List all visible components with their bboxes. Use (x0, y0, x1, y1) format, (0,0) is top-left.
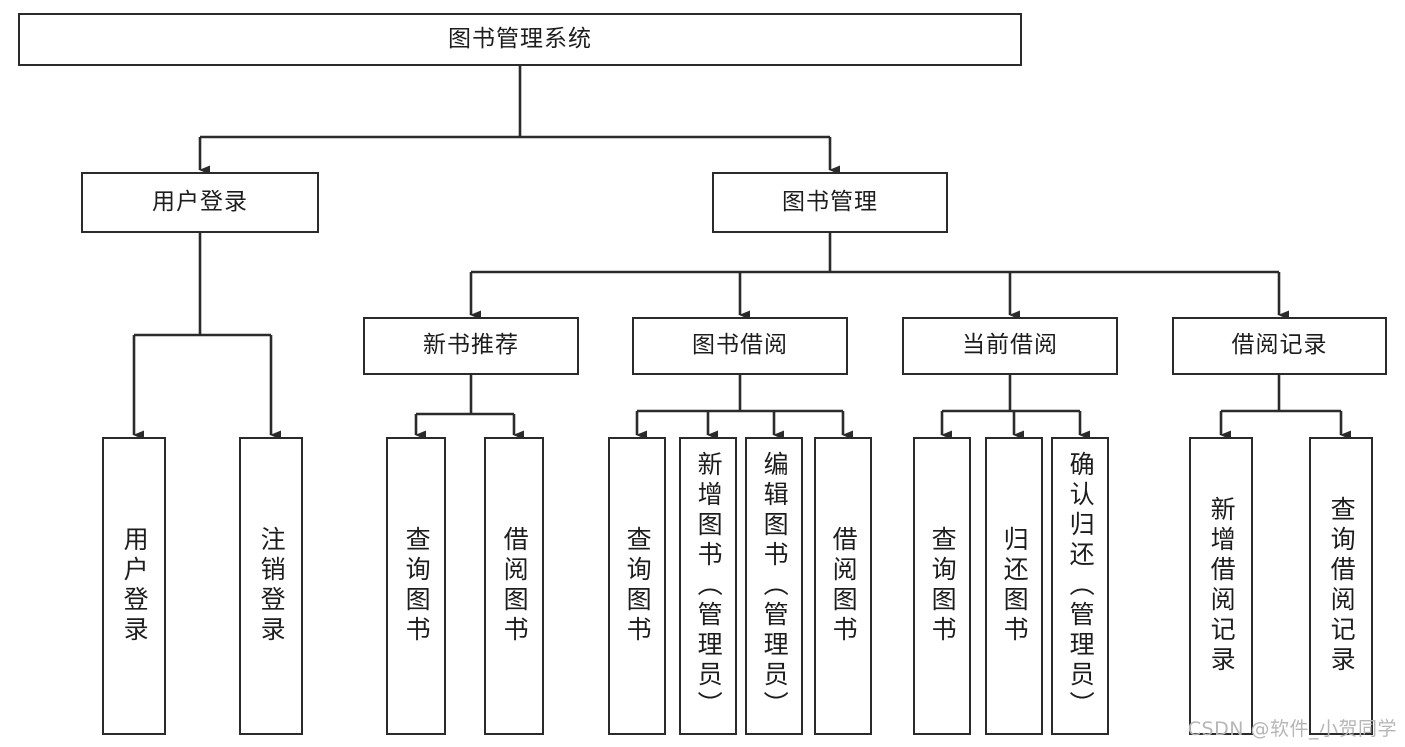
node-current-borrow[interactable]: 当前借阅 (902, 317, 1118, 375)
leaf-query-book-2[interactable]: 查询图书 (608, 437, 666, 735)
leaf-return-book-label: 归还图书 (1000, 526, 1030, 646)
node-book-management-label: 图书管理 (782, 188, 878, 215)
node-book-borrow-label: 图书借阅 (692, 332, 788, 359)
node-current-borrow-label: 当前借阅 (962, 332, 1058, 359)
node-root[interactable]: 图书管理系统 (18, 13, 1022, 66)
leaf-borrow-book-1-label: 借阅图书 (500, 526, 530, 646)
leaf-logout-login[interactable]: 注销登录 (239, 437, 303, 735)
node-new-book-recommend-label: 新书推荐 (423, 332, 519, 359)
leaf-user-login-label: 用户登录 (120, 526, 150, 646)
leaf-logout-login-label: 注销登录 (257, 526, 287, 646)
node-root-label: 图书管理系统 (448, 25, 592, 52)
leaf-add-book-admin[interactable]: 新增图书（管理员） (679, 437, 737, 735)
leaf-query-book-3[interactable]: 查询图书 (913, 437, 971, 735)
leaf-add-borrow-record[interactable]: 新增借阅记录 (1189, 437, 1253, 735)
leaf-query-book-2-label: 查询图书 (623, 526, 653, 646)
leaf-query-borrow-record[interactable]: 查询借阅记录 (1309, 437, 1373, 735)
leaf-return-book[interactable]: 归还图书 (985, 437, 1043, 735)
leaf-edit-book-admin[interactable]: 编辑图书（管理员） (745, 437, 803, 735)
leaf-edit-book-admin-label: 编辑图书（管理员） (760, 451, 790, 721)
node-borrow-record[interactable]: 借阅记录 (1172, 317, 1387, 375)
leaf-query-borrow-record-label: 查询借阅记录 (1327, 496, 1357, 676)
leaf-user-login[interactable]: 用户登录 (102, 437, 166, 735)
node-book-management[interactable]: 图书管理 (712, 172, 948, 233)
leaf-borrow-book-2-label: 借阅图书 (829, 526, 859, 646)
leaf-add-book-admin-label: 新增图书（管理员） (694, 451, 724, 721)
leaf-query-book-1[interactable]: 查询图书 (386, 437, 446, 735)
leaf-add-borrow-record-label: 新增借阅记录 (1207, 496, 1237, 676)
leaf-borrow-book-1[interactable]: 借阅图书 (484, 437, 544, 735)
leaf-confirm-return-admin-label: 确认归还（管理员） (1066, 451, 1096, 721)
leaf-confirm-return-admin[interactable]: 确认归还（管理员） (1051, 437, 1109, 735)
node-new-book-recommend[interactable]: 新书推荐 (363, 317, 579, 375)
node-user-login-label: 用户登录 (152, 188, 248, 215)
node-user-login[interactable]: 用户登录 (81, 172, 319, 233)
leaf-borrow-book-2[interactable]: 借阅图书 (814, 437, 872, 735)
leaf-query-book-3-label: 查询图书 (928, 526, 958, 646)
node-book-borrow[interactable]: 图书借阅 (632, 317, 848, 375)
leaf-query-book-1-label: 查询图书 (402, 526, 432, 646)
csdn-watermark: CSDN @软件_小贺同学 (1187, 718, 1397, 740)
node-borrow-record-label: 借阅记录 (1231, 332, 1328, 359)
